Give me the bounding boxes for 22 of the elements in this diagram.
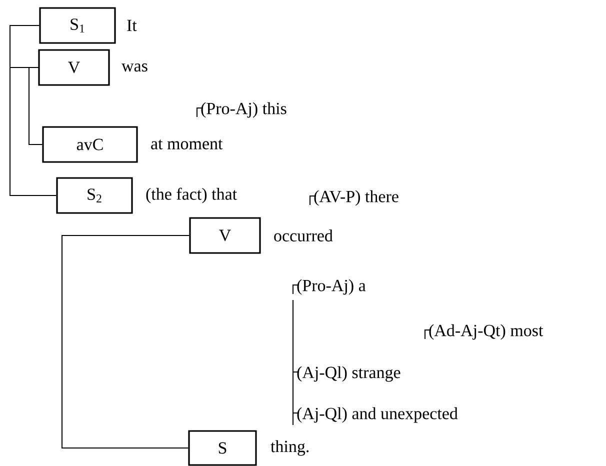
label-box: S$_{1}$: [39, 7, 116, 44]
tree-line: [10, 25, 40, 68]
phrase-label: (Pro-Aj) a: [297, 279, 366, 295]
word-text: occurred: [274, 230, 333, 242]
phrase-label: (Aj-Ql) and unexpected: [297, 407, 458, 423]
phrase-label: (Pro-Aj) this: [201, 102, 286, 118]
label-box: V: [189, 217, 261, 254]
tree-line: [28, 67, 43, 145]
label-box: avC: [42, 126, 138, 163]
label-box: S$_{2}$: [56, 177, 133, 214]
word-text: It: [127, 20, 137, 32]
word-text: was: [122, 63, 148, 72]
phrase-label: (Ad-Aj-Qt) most: [429, 324, 544, 340]
tree-line: [10, 67, 57, 196]
word-text: thing.: [270, 440, 309, 456]
label-box: V: [38, 49, 110, 86]
phrase-label: (AV-P) there: [314, 190, 398, 206]
phrase-label: (Aj-Ql) strange: [297, 366, 400, 382]
label-box: S: [188, 430, 257, 466]
word-text: at moment: [151, 140, 223, 150]
word-text: (the fact) that: [146, 188, 237, 204]
tree-line: [62, 235, 190, 448]
